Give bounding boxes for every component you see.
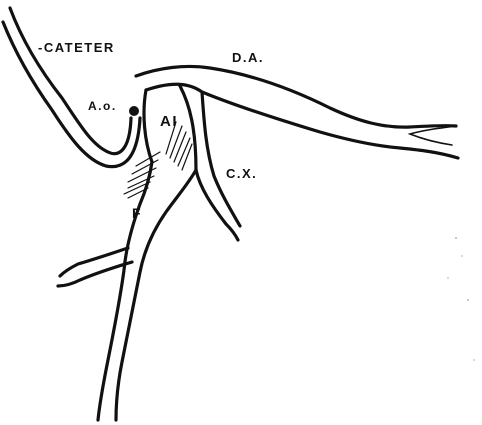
left-branch xyxy=(58,248,132,286)
catheter-label: -CATETER xyxy=(38,40,115,55)
catheter-tip xyxy=(129,106,139,116)
catheter xyxy=(3,8,140,167)
f-label: F xyxy=(132,205,142,221)
ai-label: AI xyxy=(160,113,178,130)
cx-label: C.X. xyxy=(226,166,257,181)
main-descending-vessel xyxy=(98,162,196,420)
da-label: D.A. xyxy=(232,50,264,65)
background-specks xyxy=(447,237,474,360)
aorta-label: A.o. xyxy=(88,99,117,113)
hatch-marks xyxy=(124,122,192,198)
descending-anterior-artery xyxy=(136,66,458,158)
